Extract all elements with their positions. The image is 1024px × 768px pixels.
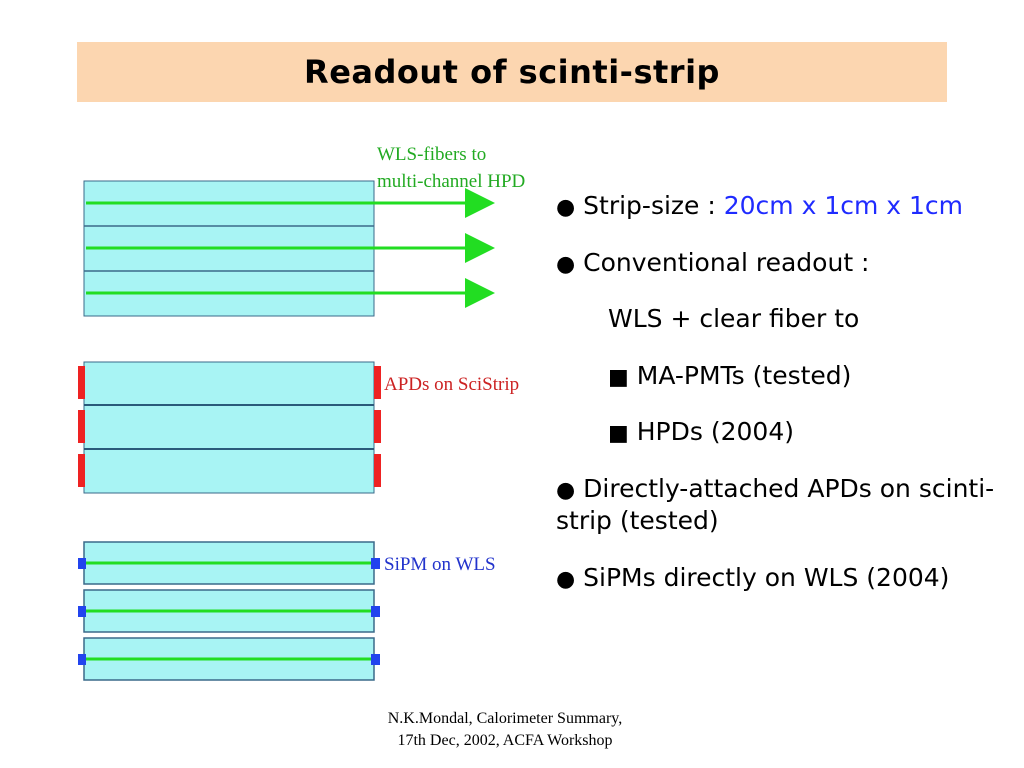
wls-hpd-group: WLS-fibers to multi-channel HPD [83,144,525,317]
bullet-text: SiPMs directly on WLS (2004) [583,562,950,592]
strip-size-value: 20cm x 1cm x 1cm [723,191,964,220]
apd-sensor [78,366,85,399]
bullet-strip-size: ● Strip-size : 20cm x 1cm x 1cm [556,190,996,223]
bullet-text: Directly-attached APDs on scinti-strip (… [556,473,995,536]
wls-label-line2: multi-channel HPD [377,171,525,192]
bullet-text: Conventional readout : [583,247,870,277]
sipm-sensor [371,654,380,665]
sub-item-text: MA-PMTs (tested) [636,360,852,390]
readout-diagram: WLS-fibers to multi-channel HPD APDs on … [77,137,537,685]
sipm-sensor [371,558,380,569]
square-bullet-icon: ■ [608,364,629,390]
square-bullet-icon: ■ [608,421,629,447]
apd-sensor [78,410,85,443]
bullet-directly-attached-apds: ● Directly-attached APDs on scinti-strip… [556,473,996,538]
sipm-sensor [78,654,86,665]
bullet-text: Strip-size : [583,191,724,220]
bullet-conventional-readout: ● Conventional readout : [556,247,996,280]
bullet-dot-icon: ● [556,477,576,503]
bullet-list: ● Strip-size : 20cm x 1cm x 1cm ● Conven… [556,190,996,619]
bullet-dot-icon: ● [556,195,576,220]
sub-item-text: HPDs (2004) [636,417,794,447]
sipm-group: SiPM on WLS [78,541,496,681]
sub-item-ma-pmts: ■ MA-PMTs (tested) [556,360,996,393]
sipm-sensor [78,606,86,617]
bullet-sipms-on-wls: ● SiPMs directly on WLS (2004) [556,562,996,595]
strip-block-middle [83,361,375,494]
sipm-sensor [371,606,380,617]
footer-line-1: N.K.Mondal, Calorimeter Summary, [387,710,623,727]
slide-title: Readout of scinti-strip [304,53,720,91]
apd-sensor [78,454,85,487]
apd-sensor [374,454,381,487]
apd-sensor [374,366,381,399]
sub-item-wls-clear-fiber: WLS + clear fiber to [556,303,996,336]
sub-item-hpds: ■ HPDs (2004) [556,416,996,449]
slide-footer: N.K.Mondal, Calorimeter Summary, 17th De… [300,708,710,751]
apd-group: APDs on SciStrip [78,361,519,494]
apd-label: APDs on SciStrip [384,374,519,395]
sub-item-text: WLS + clear fiber to [608,304,860,334]
bullet-dot-icon: ● [556,566,576,592]
apd-sensor [374,410,381,443]
title-banner: Readout of scinti-strip [77,42,947,102]
bullet-dot-icon: ● [556,251,576,277]
footer-line-2: 17th Dec, 2002, ACFA Workshop [397,731,613,749]
sipm-label: SiPM on WLS [384,554,496,575]
wls-label-line1: WLS-fibers to [377,144,486,165]
sipm-sensor [78,558,86,569]
